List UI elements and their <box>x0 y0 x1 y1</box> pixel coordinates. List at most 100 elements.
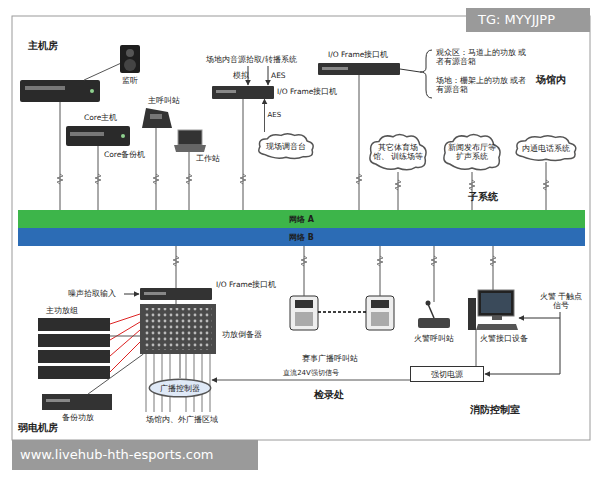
coil-symbols-part <box>240 174 246 184</box>
watermark: TG: MYYJJPP <box>478 12 555 28</box>
speaker-wires-part <box>146 354 147 412</box>
connector <box>110 336 140 337</box>
fire-interface-pc <box>468 290 518 330</box>
coil-symbols-part <box>431 256 437 266</box>
io-frame: I/O Frame接口机 <box>212 86 274 99</box>
amplifier-stack-part <box>38 334 110 347</box>
paging-station: 赛事广播呼叫站 <box>290 296 318 330</box>
noise-input-arrow <box>124 294 139 295</box>
phone-network-line-part <box>380 246 381 296</box>
coil-symbols-part <box>543 180 549 190</box>
paging-phone-part <box>295 312 313 326</box>
io-frame-device <box>318 63 400 75</box>
core-device-part <box>25 86 65 90</box>
node-label: I/O Frame接口机 <box>328 50 388 59</box>
node-label: 强切电源 <box>425 370 469 379</box>
outer-frame <box>12 16 590 440</box>
mixer-cloud: 现场调音台 <box>255 132 317 160</box>
cloud-shape <box>516 136 576 161</box>
amplifier-group: 主功放组 <box>38 318 110 379</box>
region-label: 场馆内 <box>536 74 566 86</box>
amp-switcher: 功放倒备器 <box>140 304 216 354</box>
paging-phone-part <box>295 300 313 308</box>
connector <box>434 246 435 302</box>
core-backup-device-part <box>121 134 125 138</box>
signal-label: 模拟 <box>233 71 249 80</box>
coil-symbols-part <box>469 180 475 190</box>
node-label: 主功放组 <box>46 306 78 315</box>
outer-frame-part <box>12 16 590 440</box>
red-wires-part <box>110 330 140 356</box>
laptop-icon-part <box>174 145 206 152</box>
speaker-icon <box>120 45 140 73</box>
paging-phone-part <box>290 296 318 330</box>
region-label: 消防控制室 <box>470 404 520 416</box>
switcher-device-part <box>140 304 216 354</box>
bracket <box>400 50 432 98</box>
red-wires-part <box>110 314 140 324</box>
paging-phone <box>366 296 394 330</box>
connector <box>60 102 61 210</box>
connector <box>212 380 410 381</box>
region-label: 弱电机房 <box>18 422 58 434</box>
amplifier-stack-part <box>38 318 110 331</box>
phone-network-line <box>380 246 381 296</box>
amplifier-stack-part <box>38 366 110 379</box>
venue-cloud: 其它体育场馆、 训练场等 <box>366 132 430 172</box>
io-frame-device <box>140 288 212 300</box>
node-label: 监听 <box>122 76 138 85</box>
fire-interface-pc-part <box>478 290 514 316</box>
laptop-icon-part <box>178 130 202 145</box>
io-frame-device-part <box>322 67 348 70</box>
node-label: 网络 A <box>289 214 314 225</box>
fire-call-station: 火警呼叫站 <box>418 302 450 328</box>
fire-call-station-part <box>428 304 434 318</box>
speaker-icon-part <box>126 49 134 57</box>
region-label: 主机房 <box>28 40 58 52</box>
connector <box>84 64 120 80</box>
core-backup: Core备份机 <box>66 126 130 146</box>
region-label: 子系统 <box>468 191 498 203</box>
switcher-device-part <box>144 308 212 350</box>
node-label: 功放倒备器 <box>222 330 262 339</box>
region-label: 检录处 <box>314 389 344 401</box>
noise-input-arrow-part <box>124 294 139 295</box>
monitor-speaker: 监听 <box>120 45 140 73</box>
network-band: 网络 A <box>18 210 585 228</box>
dashed-link <box>318 312 366 313</box>
zone-label: 场馆内、外广播区域 <box>146 415 218 424</box>
note-text: 观众区：马道上的功放 或者有源音箱 <box>436 48 531 66</box>
fire-signal-lines <box>485 312 560 374</box>
paging-phone-part <box>371 312 389 326</box>
connector <box>304 246 305 296</box>
fire-interface-pc-part <box>492 316 502 320</box>
amplifier-stack <box>38 318 110 379</box>
io-frame-device-part <box>216 90 236 93</box>
node-label: I/O Frame接口机 <box>216 280 276 289</box>
connector <box>98 146 99 210</box>
coil-symbols-part <box>173 256 179 266</box>
workstation: 工作站 <box>174 130 204 152</box>
coil-symbols-part <box>186 174 192 184</box>
node-label: 广播控制器 <box>154 384 206 393</box>
amplifier-stack-part <box>38 350 110 363</box>
io-frame: I/O Frame接口机 <box>140 288 212 300</box>
fire-interface-pc-part <box>481 293 511 313</box>
node-label: Core主机 <box>84 113 117 122</box>
watermark-box-part <box>466 8 590 32</box>
io-frame-device-part <box>318 63 400 75</box>
coil-symbols-part <box>377 256 383 266</box>
node-label: Core备份机 <box>104 150 145 159</box>
fire-interface: 火警接口设备 <box>468 290 518 330</box>
bracket-part <box>420 50 432 98</box>
power-switch-box: 强切电源 <box>410 366 484 382</box>
node-label: 新闻发布厅等 扩声系统 <box>440 143 504 161</box>
fire-call-station <box>418 301 450 329</box>
press-cloud: 新闻发布厅等 扩声系统 <box>440 132 504 172</box>
node-label: 火警呼叫站 <box>414 334 454 343</box>
connector <box>156 128 157 210</box>
red-wires-part <box>110 342 140 372</box>
source-input-lines <box>248 66 268 85</box>
source-input-lines-part <box>268 66 269 85</box>
switcher-device <box>140 304 216 354</box>
